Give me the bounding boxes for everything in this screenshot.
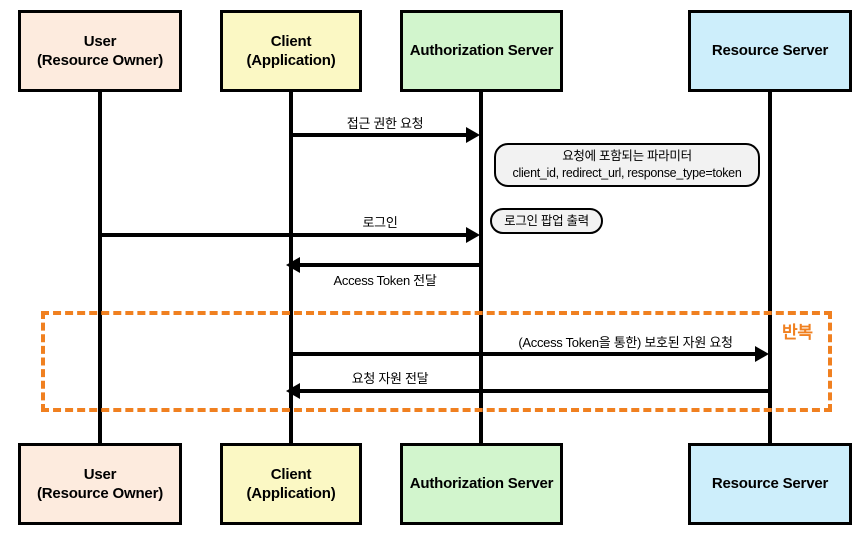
message-line-m1 — [291, 133, 468, 137]
message-label-m4: (Access Token을 통한) 보호된 자원 요청 — [518, 335, 733, 350]
note-login-popup: 로그인 팝업 출력 — [490, 208, 603, 234]
participant-box-client-bottom: Client (Application) — [220, 443, 362, 525]
participant-label-user-bottom-line2: (Resource Owner) — [37, 485, 163, 502]
message-arrowhead-m2 — [466, 227, 480, 243]
participant-box-user-bottom: User (Resource Owner) — [18, 443, 182, 525]
message-label-m2: 로그인 — [362, 215, 398, 230]
message-arrowhead-m3 — [286, 257, 300, 273]
participant-box-client-top: Client (Application) — [220, 10, 362, 92]
participant-box-user-top: User (Resource Owner) — [18, 10, 182, 92]
participant-label-auth-server: Authorization Server — [409, 42, 554, 60]
message-label-m1: 접근 권한 요청 — [346, 116, 424, 131]
loop-frame — [41, 311, 832, 412]
participant-label-user-line1: User — [83, 32, 117, 50]
message-arrowhead-m4 — [755, 346, 769, 362]
loop-label: 반복 — [782, 323, 813, 342]
lifeline-user — [98, 92, 102, 443]
lifeline-auth-server — [479, 92, 483, 443]
participant-label-resource-server-bottom: Resource Server — [711, 475, 829, 493]
participant-label-auth-server-bottom: Authorization Server — [409, 475, 554, 493]
participant-label-client-line2: (Application) — [246, 52, 336, 69]
message-arrowhead-m5 — [286, 383, 300, 399]
participant-box-resource-server-bottom: Resource Server — [688, 443, 852, 525]
participant-box-auth-server-bottom: Authorization Server — [400, 443, 563, 525]
note-request-parameters-line2: client_id, redirect_url, response_type=t… — [512, 166, 742, 180]
message-line-m4 — [291, 352, 757, 356]
note-request-parameters: 요청에 포함되는 파라미터 client_id, redirect_url, r… — [494, 143, 760, 187]
participant-label-resource-server: Resource Server — [711, 42, 829, 60]
note-request-parameters-line1: 요청에 포함되는 파라미터 — [562, 149, 692, 164]
participant-label-client-bottom-line1: Client — [270, 465, 312, 483]
message-line-m2 — [100, 233, 468, 237]
message-line-m5 — [299, 389, 770, 393]
message-line-m3 — [299, 263, 481, 267]
note-login-popup-line1: 로그인 팝업 출력 — [504, 213, 589, 228]
participant-label-client-bottom-line2: (Application) — [246, 485, 336, 502]
participant-label-user-line2: (Resource Owner) — [37, 52, 163, 69]
participant-box-resource-server-top: Resource Server — [688, 10, 852, 92]
participant-box-auth-server-top: Authorization Server — [400, 10, 563, 92]
message-arrowhead-m1 — [466, 127, 480, 143]
message-label-m5: 요청 자원 전달 — [351, 371, 429, 386]
lifeline-resource-server — [768, 92, 772, 443]
participant-label-user-bottom-line1: User — [83, 465, 117, 483]
participant-label-client-line1: Client — [270, 32, 312, 50]
message-label-m3: Access Token 전달 — [333, 273, 437, 288]
